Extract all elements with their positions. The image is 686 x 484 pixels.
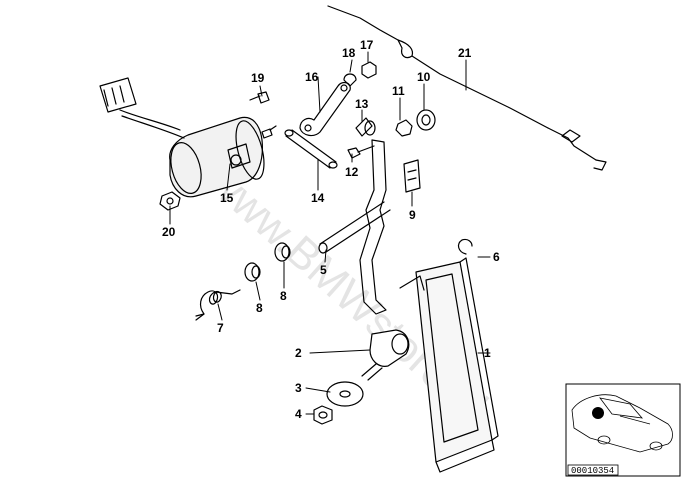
nut-17 [361, 61, 377, 79]
label-7: 7 [217, 321, 224, 335]
washer-3 [326, 381, 364, 407]
part-labels: 1 2 3 4 5 6 7 8 8 9 10 11 12 13 14 15 16… [162, 38, 500, 421]
car-icon [571, 394, 673, 453]
bolt-12 [347, 145, 375, 159]
label-20: 20 [162, 225, 176, 239]
label-15: 15 [220, 191, 234, 205]
plug-13 [355, 117, 376, 137]
label-19: 19 [251, 71, 265, 85]
nut-11 [395, 119, 413, 137]
pedal-arm [359, 139, 387, 315]
label-8b: 8 [256, 301, 263, 315]
bushing-8b [244, 262, 261, 282]
label-9: 9 [409, 208, 416, 222]
vehicle-thumbnail: 00010354 [565, 383, 681, 477]
shaft-14 [284, 129, 338, 169]
actuator-motor [99, 77, 277, 198]
label-10: 10 [417, 70, 431, 84]
label-21: 21 [458, 46, 472, 60]
clip-18 [343, 73, 357, 87]
label-11: 11 [392, 84, 405, 98]
label-8a: 8 [280, 289, 287, 303]
throttle-cable [327, 5, 607, 171]
circlip-6 [457, 238, 473, 255]
label-3: 3 [295, 381, 302, 395]
label-6: 6 [493, 250, 500, 264]
label-1: 1 [484, 346, 491, 360]
bushing-8a [274, 242, 291, 262]
clip-9 [403, 159, 421, 193]
location-marker-icon [592, 407, 604, 419]
label-4: 4 [295, 407, 302, 421]
label-14: 14 [311, 191, 325, 205]
spring-7 [195, 289, 241, 321]
label-17: 17 [360, 38, 374, 52]
nut-4 [313, 405, 333, 425]
label-12: 12 [345, 165, 359, 179]
pedal-1 [399, 257, 499, 473]
shaft-5 [318, 201, 391, 254]
bushing-10 [416, 109, 436, 131]
kickdown-switch-2 [361, 329, 410, 381]
bolt-19 [249, 91, 270, 104]
lever-16 [299, 81, 351, 137]
diagram-code: 00010354 [571, 466, 614, 476]
label-13: 13 [355, 97, 369, 111]
nut-20 [159, 191, 181, 211]
label-16: 16 [305, 70, 319, 84]
label-18: 18 [342, 46, 356, 60]
label-5: 5 [320, 263, 327, 277]
leader-lines [169, 51, 491, 415]
label-2: 2 [295, 346, 302, 360]
